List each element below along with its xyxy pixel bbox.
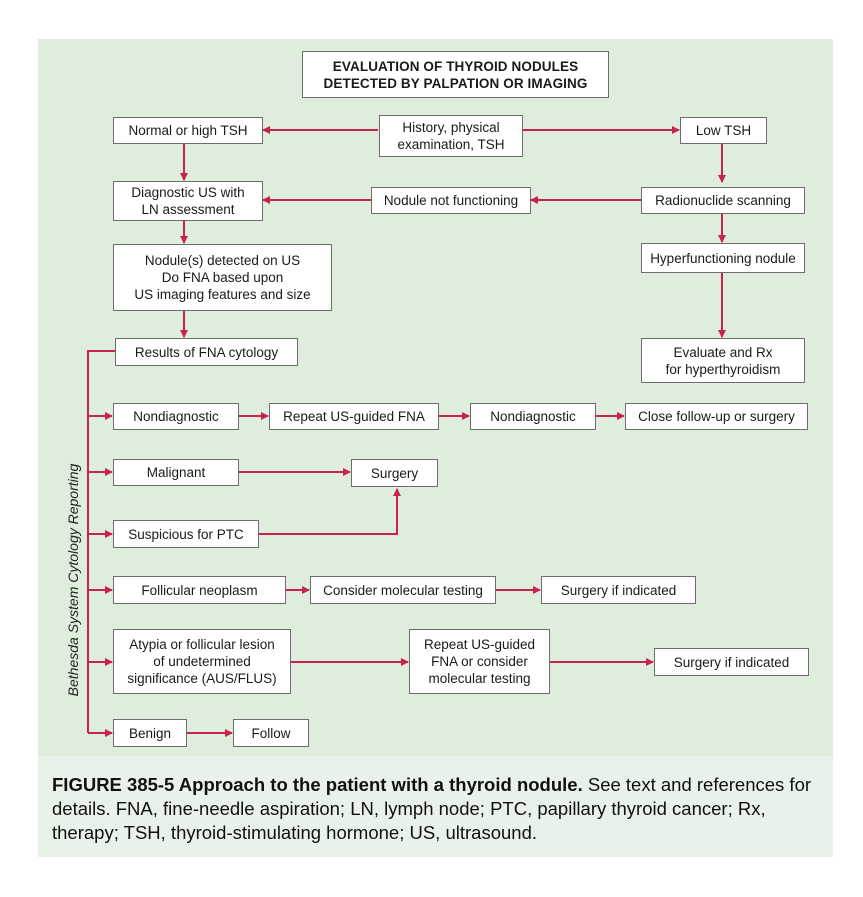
- node-radionuclide: Radionuclide scanning: [641, 187, 805, 214]
- node-close-followup: Close follow-up or surgery: [625, 403, 808, 430]
- arrow-suspicious-to-surgery: [259, 488, 401, 535]
- node-diagnostic-us: Diagnostic US with LN assessment: [113, 181, 263, 221]
- node-malignant: Malignant: [113, 459, 239, 486]
- node-surgery-if-indicated-1: Surgery if indicated: [541, 576, 696, 604]
- bethesda-side-label: Bethesda System Cytology Reporting: [65, 463, 81, 697]
- node-nodules-detected: Nodule(s) detected on US Do FNA based up…: [113, 244, 332, 311]
- node-follow: Follow: [233, 719, 309, 747]
- bethesda-bus-line: [87, 350, 115, 733]
- node-surgery-if-indicated-2: Surgery if indicated: [654, 648, 809, 676]
- node-nondiagnostic: Nondiagnostic: [113, 403, 239, 430]
- caption-title: FIGURE 385-5 Approach to the patient wit…: [52, 774, 583, 795]
- node-hyperfunctioning: Hyperfunctioning nodule: [641, 243, 805, 273]
- node-low-tsh: Low TSH: [680, 117, 767, 144]
- diagram-title: EVALUATION OF THYROID NODULES DETECTED B…: [302, 51, 609, 98]
- node-evaluate-rx: Evaluate and Rx for hyperthyroidism: [641, 338, 805, 383]
- node-results-fna: Results of FNA cytology: [115, 338, 298, 366]
- node-follicular-neoplasm: Follicular neoplasm: [113, 576, 286, 604]
- node-normal-high-tsh: Normal or high TSH: [113, 117, 263, 144]
- node-surgery: Surgery: [351, 459, 438, 487]
- node-atypia: Atypia or follicular lesion of undetermi…: [113, 629, 291, 694]
- node-suspicious-ptc: Suspicious for PTC: [113, 520, 259, 548]
- node-repeat-fna-molecular: Repeat US-guided FNA or consider molecul…: [409, 629, 550, 694]
- node-consider-molecular: Consider molecular testing: [310, 576, 496, 604]
- node-repeat-fna: Repeat US-guided FNA: [269, 403, 439, 430]
- node-history: History, physical examination, TSH: [379, 115, 523, 157]
- node-benign: Benign: [113, 719, 187, 747]
- figure-caption: FIGURE 385-5 Approach to the patient wit…: [52, 773, 817, 845]
- caption-text: See text and references for details. FNA…: [52, 774, 812, 843]
- node-nondiagnostic-2: Nondiagnostic: [470, 403, 596, 430]
- node-nodule-not-functioning: Nodule not functioning: [371, 187, 531, 214]
